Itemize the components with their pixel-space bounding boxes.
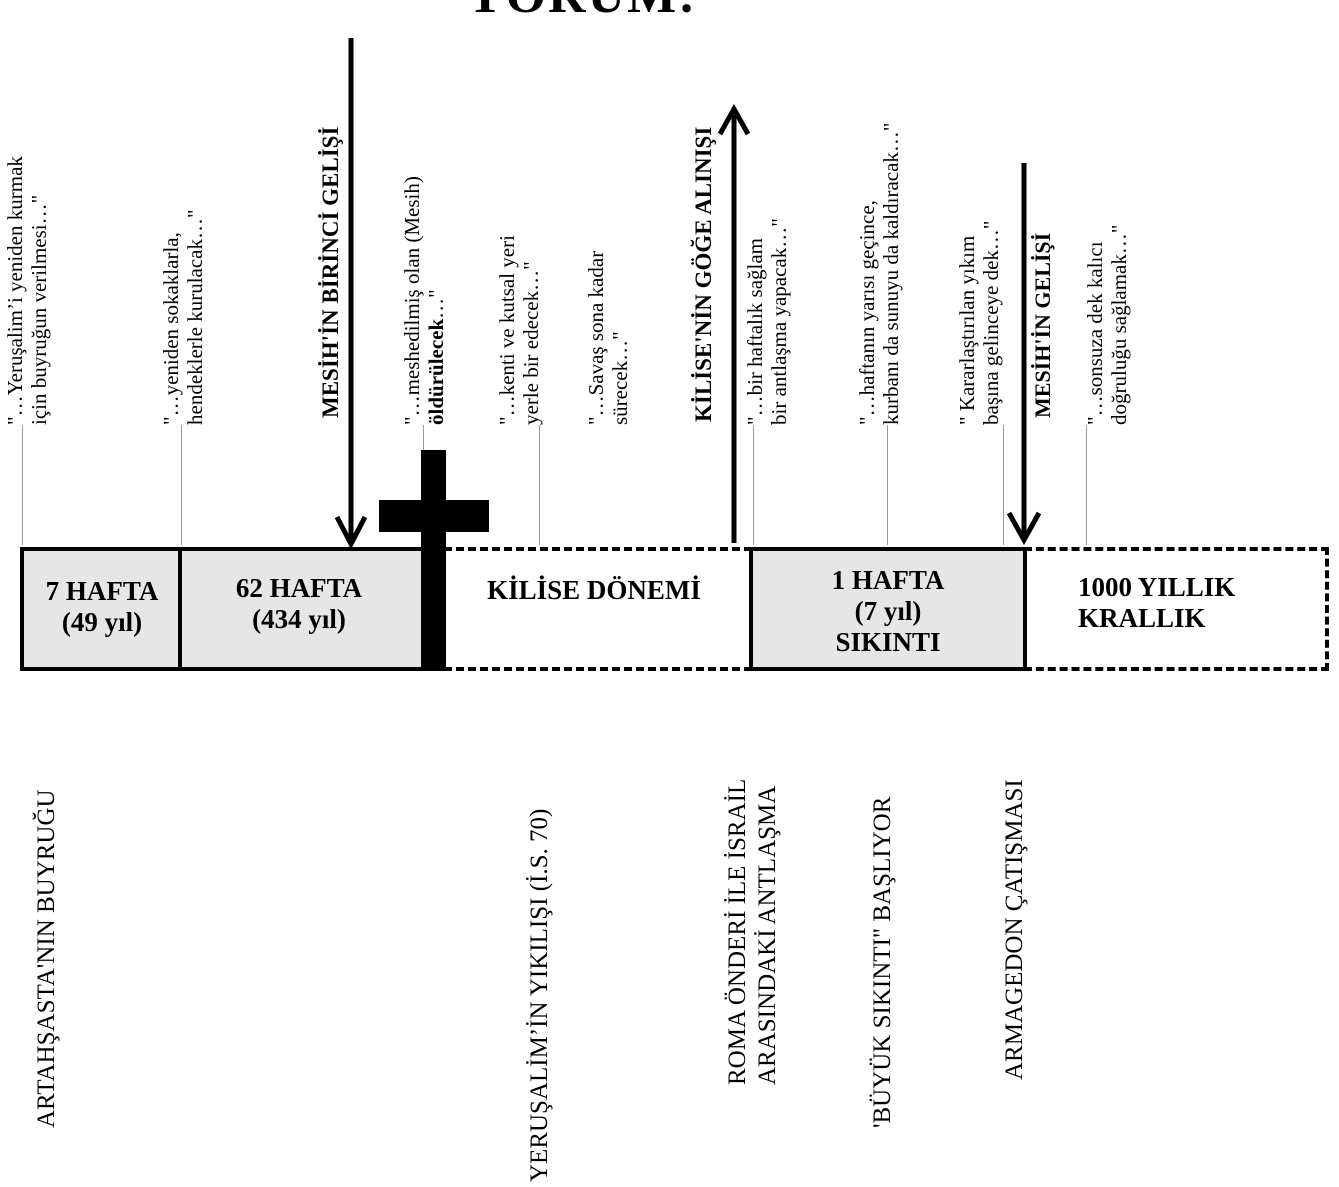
segment-church-age: [432, 547, 752, 671]
tick-covenant: [753, 425, 754, 545]
diagram-title: YORUM:: [466, 0, 698, 25]
quote-rebuilt: "…yeniden sokaklarla,hendeklerle kurulac…: [159, 209, 207, 425]
segment-seven-weeks: [20, 547, 182, 671]
tick-rebuilt: [181, 425, 182, 545]
quote-half-week: "…haftanın yarısı geçince,kurbanı da sun…: [855, 122, 903, 425]
tick-destroy-city: [539, 425, 540, 545]
label-jerusalem-destroyed: YERUŞALİM’İN YIKILIŞI (İ.S. 70): [526, 808, 553, 1182]
tick-decreed-end: [1003, 425, 1004, 545]
quote-messiah-cut-off: "…meshedilmiş olan (Mesih) öldürülecek…": [400, 176, 448, 425]
tick-half-week: [887, 425, 888, 545]
segment-millennium: [1024, 547, 1329, 671]
label-great-tribulation: 'BÜYÜK SIKINTI" BAŞLIYOR: [869, 796, 896, 1128]
tick-righteousness: [1086, 425, 1087, 545]
label-second-coming: MESİH'İN GELİŞİ: [1030, 232, 1055, 418]
segment-seven-weeks-label: 7 HAFTA(49 yıl): [45, 576, 159, 637]
label-first-coming: MESİH'İN BİRİNCİ GELİŞİ: [318, 126, 343, 418]
segment-sixty-two-weeks-label: 62 HAFTA(434 yıl): [235, 573, 363, 634]
tick-decree: [22, 425, 23, 545]
label-armageddon: ARMAGEDON ÇATIŞMASI: [1001, 779, 1028, 1080]
segment-one-week-label: 1 HAFTA(7 yıl)SIKINTI: [831, 565, 945, 657]
tick-messiah-cut-off: [423, 425, 424, 505]
segment-one-week: [749, 547, 1027, 671]
label-rapture: KİLİSE'NİN GÖĞE ALINIŞI: [691, 126, 716, 422]
segment-sixty-two-weeks: [178, 547, 426, 671]
segment-church-age-label: KİLİSE DÖNEMİ: [487, 575, 701, 605]
label-artaxerxes-decree: ARTAHŞASTA'NIN BUYRUĞU: [33, 789, 60, 1128]
